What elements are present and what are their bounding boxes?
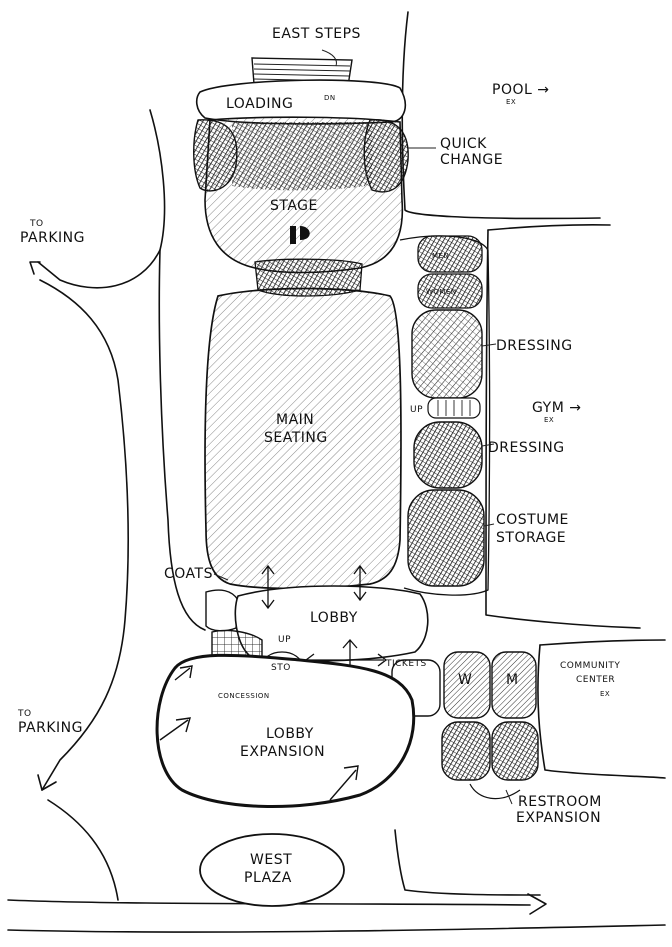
label-costume: COSTUME	[496, 512, 569, 528]
dressing-room-1	[412, 310, 482, 398]
label-concession: CONCESSION	[218, 692, 270, 700]
label-west: WEST	[250, 852, 292, 868]
label-up-mid: UP	[410, 405, 423, 415]
label-coats: COATS	[164, 566, 213, 582]
label-men: MEN	[432, 252, 449, 260]
label-east-steps: EAST STEPS	[272, 26, 361, 42]
restroom-expansion-bracket	[470, 784, 520, 799]
label-center: CENTER	[576, 675, 615, 685]
label-dn-top: DN	[324, 94, 336, 102]
label-stage: STAGE	[270, 198, 318, 214]
label-quick: QUICK	[440, 136, 487, 152]
mens-dressing	[418, 236, 482, 272]
label-lobby: LOBBY	[310, 610, 358, 626]
label-sto: STO	[271, 663, 291, 673]
label-pool: POOL →	[492, 82, 549, 98]
label-pool-ex: EX	[506, 98, 516, 106]
label-lobby-expansion-1: LOBBY	[266, 726, 314, 742]
label-restroom: RESTROOM	[518, 794, 602, 810]
label-restroom-expansion: EXPANSION	[516, 810, 601, 826]
label-to-parking-bot-1: TO	[17, 709, 32, 719]
label-to-parking-bot-2: PARKING	[18, 720, 83, 736]
mens-restroom-expansion	[492, 722, 538, 780]
label-to-parking-top-2: PARKING	[20, 230, 85, 246]
label-dressing-1: DRESSING	[496, 338, 573, 354]
label-women: WOMEN	[426, 288, 457, 296]
stage-dark-band	[232, 122, 372, 190]
label-gym-ex: EX	[544, 416, 554, 424]
label-community: COMMUNITY	[560, 661, 620, 671]
womens-restroom-expansion	[442, 722, 490, 780]
label-storage: STORAGE	[496, 530, 566, 546]
label-loading: LOADING	[226, 96, 293, 112]
dressing-room-2	[414, 422, 482, 488]
costume-storage	[408, 490, 484, 586]
label-tickets: TICKETS	[385, 659, 427, 669]
label-main: MAIN	[276, 412, 314, 428]
label-gym: GYM →	[532, 400, 581, 416]
label-w: W	[458, 672, 472, 688]
label-seating: SEATING	[264, 430, 328, 446]
label-to-parking-top-1: TO	[29, 219, 44, 229]
label-up-lobby: UP	[278, 635, 291, 645]
label-change: CHANGE	[440, 152, 503, 168]
label-lobby-expansion-2: EXPANSION	[240, 744, 325, 760]
label-plaza: PLAZA	[244, 870, 292, 886]
label-m: M	[506, 672, 519, 688]
coats-room	[206, 590, 238, 631]
label-community-ex: EX	[600, 690, 610, 698]
label-dressing-2: DRESSING	[488, 440, 565, 456]
